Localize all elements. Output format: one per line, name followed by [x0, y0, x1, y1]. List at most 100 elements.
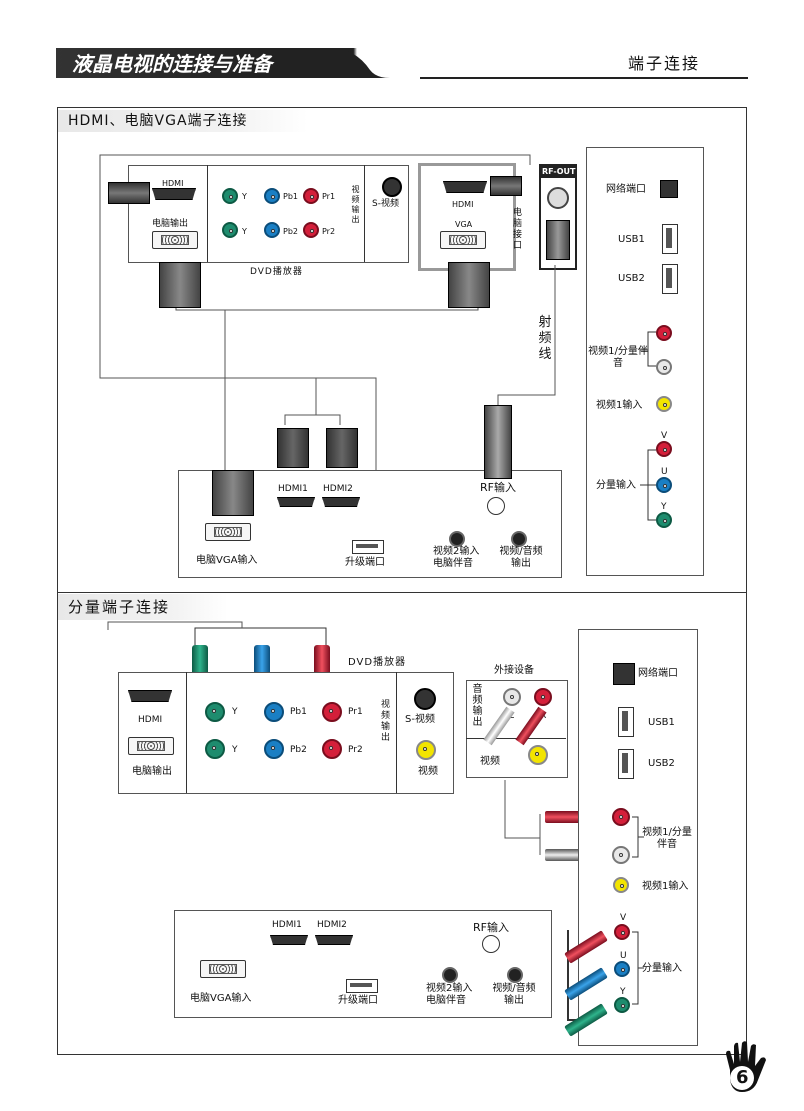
- s2-dvd-video-jack: [416, 740, 436, 760]
- s1-side-network-label: 网络端口: [606, 184, 646, 195]
- s2-side-usb2-label: USB2: [648, 758, 675, 769]
- s1-side-network-port: [660, 180, 678, 198]
- s1-tv-video2-jack: [449, 531, 465, 547]
- s1-dvd-vga-port: [152, 231, 198, 249]
- s1-dvd-y2-jack: [222, 222, 238, 238]
- s1-tv-upgrade-label: 升级端口: [345, 557, 385, 568]
- s2-ext-audio-label: 音频输出: [472, 684, 483, 728]
- s2-side-usb1-label: USB1: [648, 717, 675, 728]
- s2-dvd-pr2-label: Pr2: [348, 745, 363, 755]
- header-rule: [420, 77, 748, 79]
- s2-dvd-pb1-label: Pb1: [290, 707, 307, 717]
- s2-side-usb2-port: [618, 749, 634, 779]
- s2-side-u-label: U: [620, 951, 627, 961]
- s1-rf-cable-label: 射频线: [538, 315, 552, 362]
- s2-dvd-pr1-label: Pr1: [348, 707, 363, 717]
- s1-side-panel: [586, 147, 704, 576]
- s1-dvd-svideo-jack: [382, 177, 402, 197]
- s1-side-component-label: 分量输入: [596, 480, 636, 491]
- s1-dvd-video-out-label: 视频输出: [351, 185, 360, 224]
- s1-tv-avout-jack: [511, 531, 527, 547]
- s1-dvd-y2-label: Y: [242, 227, 247, 236]
- s2-dvd-y1-label: Y: [232, 707, 238, 717]
- s1-tv-vga-plug: [212, 470, 254, 516]
- s1-dvd-svideo-label: S-视频: [372, 199, 399, 209]
- s2-dvd-pcout-label: 电脑输出: [132, 766, 172, 777]
- s1-dvd-divider: [207, 165, 208, 262]
- s2-side-audio-l-jack: [612, 846, 630, 864]
- s1-pc-hdmi-plug: [490, 176, 522, 196]
- s2-side-y-jack: [614, 997, 630, 1013]
- s1-dvd-pb1-label: Pb1: [283, 192, 298, 201]
- s2-tv-hdmi2-label: HDMI2: [317, 920, 347, 930]
- s1-side-v-label: V: [661, 431, 668, 441]
- main-frame: [57, 107, 747, 1055]
- s2-ext-label: 外接设备: [494, 665, 534, 676]
- s2-dvd-box: [118, 672, 454, 794]
- s1-side-u-jack: [656, 477, 672, 493]
- s2-side-component-label: 分量输入: [642, 963, 682, 974]
- s1-rfout-jack: [547, 187, 569, 209]
- s1-tv-avout-label: 视频/音频输出: [499, 546, 543, 569]
- s2-tv-hdmi1-label: HDMI1: [272, 920, 302, 930]
- s1-pc-vga-plug: [448, 262, 490, 308]
- s1-side-usb1-port: [662, 224, 678, 254]
- s1-tv-rf-label: RF输入: [480, 481, 516, 494]
- section1-title-band: [58, 110, 308, 132]
- s2-side-y-label: Y: [620, 987, 626, 997]
- s1-hdmi2-plug: [326, 428, 358, 468]
- s2-tv-rf-jack: [482, 935, 500, 953]
- s2-tv-avout-jack: [507, 967, 523, 983]
- s2-dvd-pr2-jack: [322, 739, 342, 759]
- header-title: 液晶电视的连接与准备: [72, 52, 272, 76]
- section1-title: HDMI、电脑VGA端子连接: [68, 113, 248, 129]
- s2-dvd-y2-label: Y: [232, 745, 238, 755]
- s2-dvd-svideo-jack: [414, 688, 436, 710]
- s2-dvd-video-label: 视频: [418, 766, 438, 777]
- header-curve: [300, 48, 420, 78]
- section2-title: 分量端子连接: [68, 598, 171, 616]
- s2-tv-video2-jack: [442, 967, 458, 983]
- s2-dvd-divider: [186, 672, 187, 793]
- s2-dvd-pr1-jack: [322, 702, 342, 722]
- s2-dvd-divider2: [396, 672, 397, 793]
- s1-pc-vga-port: [440, 231, 486, 249]
- s2-dvd-video-out-label: 视频输出: [380, 700, 390, 743]
- s1-side-usb1-label: USB1: [618, 234, 645, 245]
- s1-tv-hdmi1-port: [277, 497, 315, 507]
- s2-tv-upgrade-port: [346, 979, 378, 993]
- s2-side-usb1-port: [618, 707, 634, 737]
- s1-tv-upgrade-port: [352, 540, 384, 554]
- s1-dvd-y1-label: Y: [242, 192, 247, 201]
- s2-side-video1-label: 视频1输入: [642, 881, 689, 892]
- s2-dvd-y2-jack: [205, 739, 225, 759]
- s1-side-y-label: Y: [661, 502, 667, 512]
- s1-dvd-vga-plug: [159, 262, 201, 308]
- s1-dvd-pb1-jack: [264, 188, 280, 204]
- s1-dvd-divider2: [364, 165, 365, 262]
- s1-tv-video2-label: 视频2输入电脑伴音: [433, 546, 480, 569]
- s1-dvd-pr1-label: Pr1: [322, 192, 336, 201]
- s2-dvd-label: DVD播放器: [348, 657, 407, 668]
- s2-side-network-port: [613, 663, 635, 685]
- s1-tv-rf-plug: [484, 405, 512, 479]
- s1-rfout-label: RF-OUT: [542, 167, 576, 176]
- s1-side-audio-bracket: [640, 331, 656, 367]
- s1-tv-hdmi1-label: HDMI1: [278, 484, 308, 494]
- s2-dvd-pb2-label: Pb2: [290, 745, 307, 755]
- s2-dvd-pb2-jack: [264, 739, 284, 759]
- s2-side-network-label: 网络端口: [638, 668, 678, 679]
- s1-dvd-pcout-label: 电脑输出: [152, 219, 189, 229]
- s1-side-audio-r-jack: [656, 325, 672, 341]
- s2-side-component-bracket: [632, 931, 644, 1005]
- s2-dvd-hdmi-port: [128, 690, 172, 702]
- s1-dvd-y1-jack: [222, 188, 238, 204]
- s2-side-audio-r-jack: [612, 808, 630, 826]
- s2-tv-vga-label: 电脑VGA输入: [190, 993, 252, 1004]
- s1-dvd-hdmi-plug: [108, 182, 150, 204]
- s1-side-video1-jack: [656, 396, 672, 412]
- s2-ext-r-jack: [534, 688, 552, 706]
- s2-tv-hdmi2-port: [315, 935, 353, 945]
- section-divider: [57, 592, 746, 593]
- s1-rfout-plug: [546, 220, 570, 260]
